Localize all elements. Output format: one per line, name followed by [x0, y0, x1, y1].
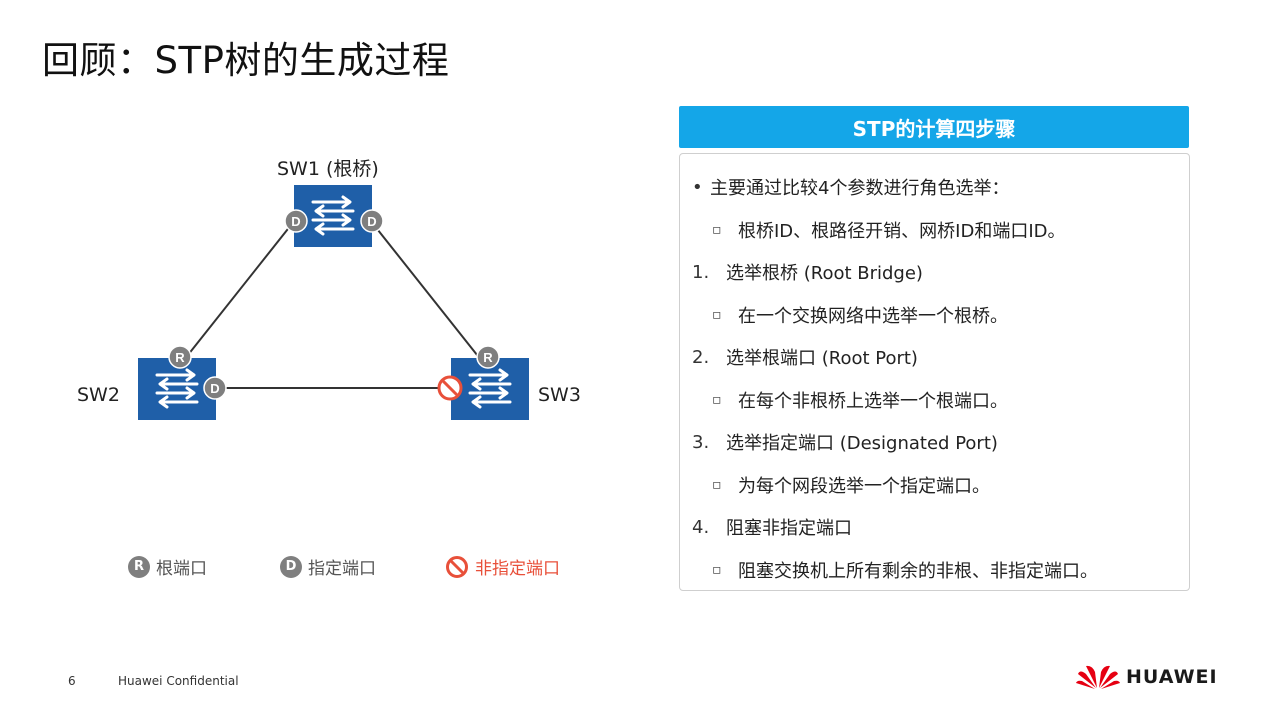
svg-text:D: D [367, 214, 376, 229]
port-badge-sw3-top: R [476, 345, 500, 369]
link-sw1-sw2 [179, 219, 296, 366]
numbered-step: 1. 选举根桥 (Root Bridge) [692, 251, 1175, 294]
link-sw1-sw3 [369, 219, 486, 366]
page-number: 6 [68, 674, 76, 688]
bullet-marker: ▫ [712, 391, 722, 408]
bullet-item: • 主要通过比较4个参数进行角色选举： [692, 166, 1175, 209]
huawei-logo: HUAWEI [1076, 664, 1218, 690]
step-number: 2. [692, 346, 710, 368]
sw1-label: SW1 (根桥) [277, 158, 379, 180]
port-badge-sw2-top: R [168, 345, 192, 369]
line-text: 在一个交换网络中选举一个根桥。 [738, 305, 1008, 327]
step-number: 3. [692, 431, 710, 453]
topology-svg: D D R D R [138, 185, 529, 420]
designated-port-icon: D [280, 555, 302, 578]
legend-non-designated-port: 非指定端口 [445, 554, 560, 579]
line-text: 选举指定端口 (Designated Port) [726, 433, 998, 455]
stp-steps-panel: • 主要通过比较4个参数进行角色选举： ▫ 根桥ID、根路径开销、网桥ID和端口ID。… [679, 153, 1190, 591]
huawei-logo-text: HUAWEI [1126, 666, 1218, 688]
port-badge-sw1-left: D [284, 209, 308, 233]
bullet-marker: ▫ [712, 306, 722, 323]
legend-designated-port-label: 指定端口 [308, 559, 376, 579]
legend-root-port: R 根端口 [128, 554, 207, 579]
svg-text:D: D [210, 381, 219, 396]
svg-text:R: R [175, 350, 185, 365]
line-text: 根桥ID、根路径开销、网桥ID和端口ID。 [738, 220, 1066, 242]
bullet-marker: • [692, 176, 703, 198]
port-badge-sw1-right: D [360, 209, 384, 233]
sub-bullet-item: ▫ 在一个交换网络中选举一个根桥。 [692, 294, 1175, 337]
huawei-flower-icon [1076, 665, 1120, 689]
step-number: 1. [692, 261, 710, 283]
line-text: 选举根端口 (Root Port) [726, 348, 918, 370]
blocked-port-icon [446, 555, 468, 578]
sub-bullet-item: ▫ 根桥ID、根路径开销、网桥ID和端口ID。 [692, 209, 1175, 252]
bullet-marker: ▫ [712, 476, 722, 493]
port-badge-sw2-right: D [203, 376, 227, 400]
legend-non-designated-port-label: 非指定端口 [475, 559, 560, 579]
legend-designated-port: D 指定端口 [280, 554, 376, 579]
stp-topology-diagram: D D R D R SW1 (根桥) SW2 SW3 [60, 140, 620, 440]
step-number: 4. [692, 516, 710, 538]
bullet-marker: ▫ [712, 221, 722, 238]
sub-bullet-item: ▫ 阻塞交换机上所有剩余的非根、非指定端口。 [692, 549, 1175, 592]
numbered-step: 3. 选举指定端口 (Designated Port) [692, 421, 1175, 464]
confidential-label: Huawei Confidential [118, 674, 239, 688]
line-text: 为每个网段选举一个指定端口。 [738, 475, 990, 497]
switch-sw1-icon [294, 185, 372, 247]
root-port-icon: R [128, 555, 150, 578]
line-text: 选举根桥 (Root Bridge) [726, 263, 923, 285]
svg-text:R: R [483, 350, 493, 365]
line-text: 在每个非根桥上选举一个根端口。 [738, 390, 1008, 412]
sw2-label: SW2 [77, 384, 120, 406]
sub-bullet-item: ▫ 在每个非根桥上选举一个根端口。 [692, 379, 1175, 422]
line-text: 阻塞非指定端口 [726, 518, 852, 540]
blocked-port-icon-sw3 [437, 375, 463, 401]
bullet-marker: ▫ [712, 561, 722, 578]
line-text: 阻塞交换机上所有剩余的非根、非指定端口。 [738, 560, 1098, 582]
sub-bullet-item: ▫ 为每个网段选举一个指定端口。 [692, 464, 1175, 507]
numbered-step: 4. 阻塞非指定端口 [692, 506, 1175, 549]
numbered-step: 2. 选举根端口 (Root Port) [692, 336, 1175, 379]
panel-header: STP的计算四步骤 [679, 106, 1189, 148]
line-text: 主要通过比较4个参数进行角色选举： [710, 178, 1010, 200]
sw3-label: SW3 [538, 384, 581, 406]
legend-root-port-label: 根端口 [156, 559, 207, 579]
page-title: 回顾：STP树的生成过程 [42, 39, 450, 82]
svg-text:D: D [291, 214, 300, 229]
